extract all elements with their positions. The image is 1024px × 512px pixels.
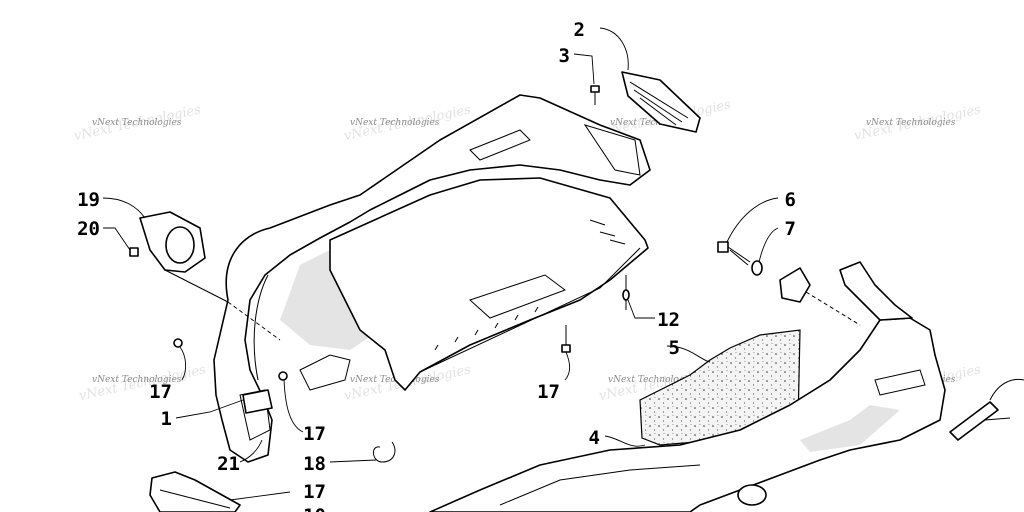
callout-3: 3	[559, 45, 570, 67]
vent-grille-part	[621, 71, 701, 133]
boot-part	[129, 211, 229, 303]
watermark: vNext Technologies	[350, 118, 440, 128]
leader-lines	[102, 27, 779, 501]
callout-17: 17	[537, 381, 560, 403]
callout-17: 17	[149, 381, 172, 403]
rivet-part	[622, 275, 630, 310]
callout-1: 1	[161, 408, 172, 430]
watermark: vNext Technologies	[608, 375, 698, 385]
watermark: vNext Technologies	[866, 118, 956, 128]
bracket-part	[949, 378, 1024, 441]
watermark: vNext Technologies	[92, 118, 182, 128]
callout-7: 7	[785, 218, 796, 240]
callout-10: 10	[303, 505, 326, 512]
callout-21: 21	[217, 453, 240, 475]
callout-17: 17	[303, 423, 326, 445]
callout-12: 12	[657, 309, 680, 331]
callout-17: 17	[303, 481, 326, 503]
callout-2: 2	[574, 19, 585, 41]
callouts: 2 3 19 20 6 7 12 5 17 17 1 17 4 21 18 17…	[77, 19, 796, 512]
screws-17-part	[173, 325, 571, 381]
watermark: vNext Technologies	[610, 118, 700, 128]
hood-panel-part	[213, 94, 651, 463]
belly-pan-part	[429, 261, 946, 512]
callout-20: 20	[77, 218, 100, 240]
clip-part	[373, 441, 396, 463]
callout-6: 6	[785, 189, 796, 211]
callout-5: 5	[669, 337, 680, 359]
bolt-washer-part	[717, 241, 861, 326]
foam-pad-part	[639, 329, 801, 446]
callout-4: 4	[589, 427, 600, 449]
side-panel-part	[149, 471, 241, 512]
watermark: vNext Technologies	[92, 375, 182, 385]
callout-18: 18	[303, 453, 326, 475]
callout-19: 19	[77, 189, 100, 211]
screw-part	[590, 85, 600, 105]
